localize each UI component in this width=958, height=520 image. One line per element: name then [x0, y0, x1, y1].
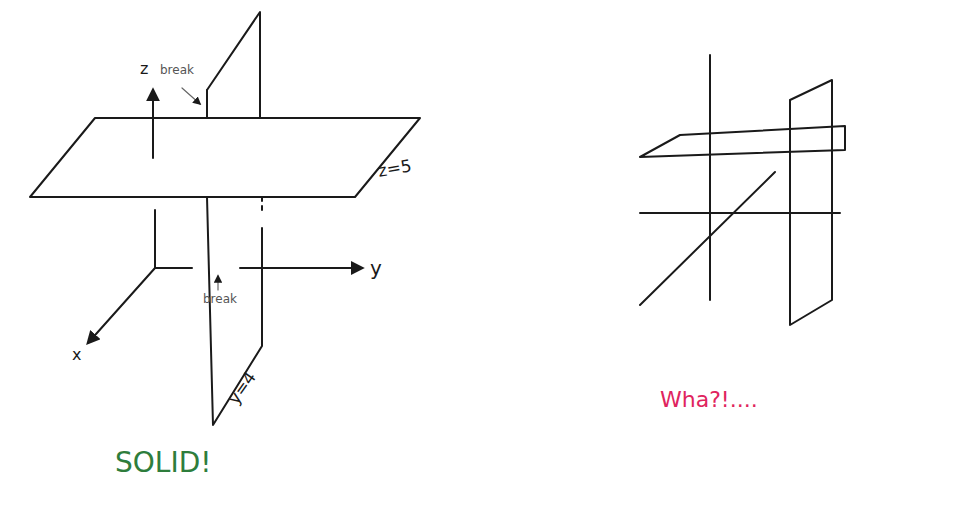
break-note: break: [203, 293, 237, 306]
diagonal-line: [640, 172, 775, 305]
x-axis: [88, 268, 155, 343]
verdict-note: Wha?!....: [660, 388, 758, 412]
plane-z5: [30, 118, 420, 197]
right-sketch: [640, 55, 845, 325]
plane-label: z=5: [376, 156, 413, 180]
break-pointer: [182, 88, 200, 104]
axis-label: z: [140, 60, 148, 78]
plane-y4: [206, 90, 208, 118]
plane-label: y=4: [224, 368, 259, 407]
y-axis: [155, 267, 192, 269]
break-note: break: [160, 64, 194, 77]
left-sketch: [30, 12, 420, 425]
axis-label: x: [72, 346, 81, 364]
verdict-note: SOLID!: [115, 448, 211, 479]
break-pointer: [217, 276, 218, 290]
axis-label: y: [370, 257, 382, 279]
vertical-line: [709, 55, 711, 300]
horizontal-plane: [640, 126, 845, 157]
vertical-plane: [790, 80, 832, 325]
z-axis: [152, 90, 154, 158]
horizontal-line: [640, 212, 840, 214]
